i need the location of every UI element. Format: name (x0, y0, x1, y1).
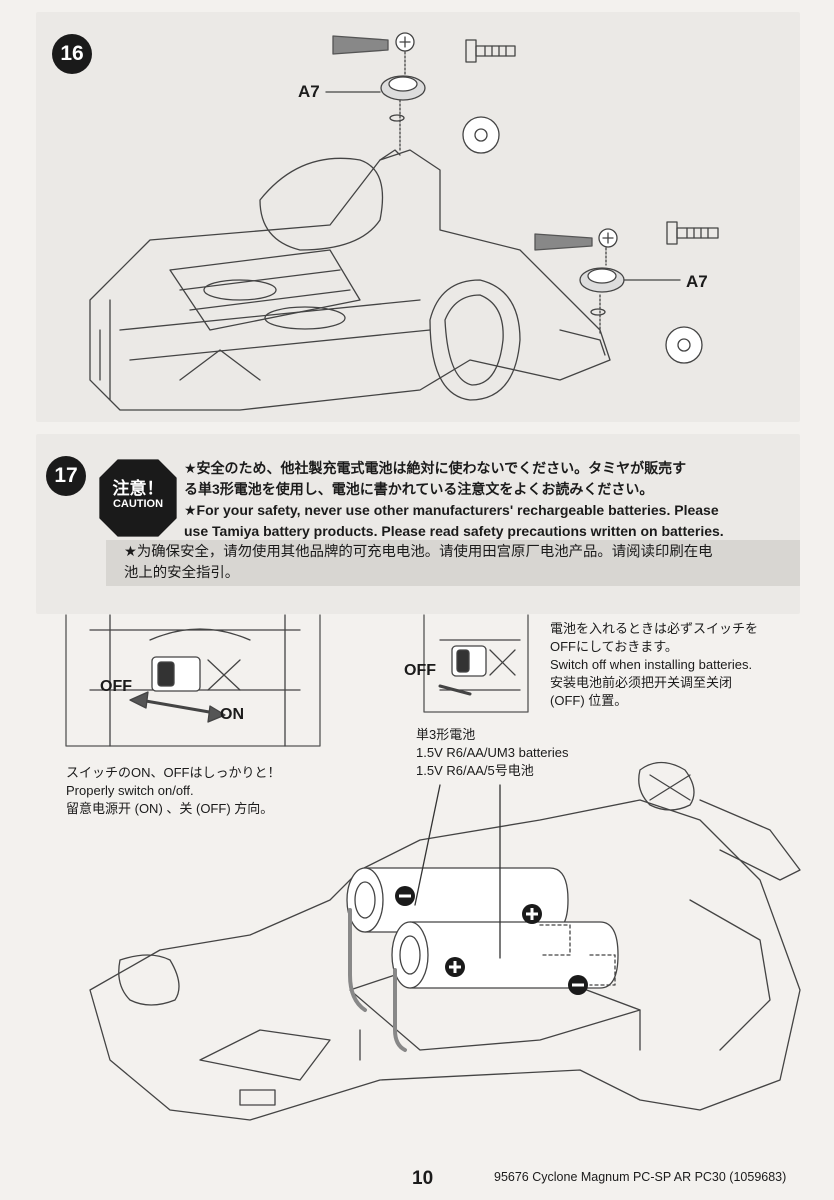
note-line: 安装电池前必须把开关调至关闭 (550, 675, 733, 690)
page-number: 10 (412, 1168, 434, 1189)
step-number-16: 16 (52, 34, 92, 74)
part-label-a7-top: A7 (298, 82, 320, 101)
note-line: 留意电源开 (ON) 、关 (OFF) 方向。 (66, 801, 274, 816)
caution-jp-label: 注意！ (112, 479, 164, 498)
caution-line: る単3形電池を使用し、電池に書かれている注意文をよくお読みください。 (184, 481, 654, 497)
product-code: 95676 Cyclone Magnum PC-SP AR PC30 (1059… (494, 1170, 787, 1184)
caution-badge: 注意！ CAUTION (100, 460, 176, 536)
note-switch-off: 電池を入れるときは必ずスイッチを OFFにしておきます。 Switch off … (550, 620, 758, 710)
switch-inset-right (423, 614, 529, 713)
step16-chassis-drawing (89, 149, 611, 411)
switch-right-off-label: OFF (404, 662, 436, 679)
switch-left-on-label: ON (220, 706, 244, 723)
step16-parts-top (325, 32, 516, 154)
switch-left-off-label: OFF (100, 678, 132, 695)
battery-symbols (395, 886, 588, 995)
caution-line: ★为确保安全，请勿使用其他品牌的可充电电池。请使用田宫原厂电池产品。请阅读印刷在… (124, 544, 713, 560)
note-properly-switch: スイッチのON、OFFはしっかりと！ Properly switch on/of… (66, 764, 281, 818)
note-line: (OFF) 位置。 (550, 693, 628, 708)
caution-line: ★For your safety, never use other manufa… (184, 502, 719, 518)
caution-line: use Tamiya battery products. Please read… (184, 523, 724, 539)
caution-line: 池上的安全指引。 (124, 565, 240, 581)
battery-label-line: 1.5V R6/AA/UM3 batteries (416, 745, 569, 760)
caution-en-label: CAUTION (112, 498, 164, 510)
caution-line: ★安全のため、他社製充電式電池は絶対に使わないでください。タミヤが販売す (184, 460, 687, 476)
step-number-17: 17 (46, 456, 86, 496)
switch-inset-left (65, 614, 321, 747)
battery-label-line: 1.5V R6/AA/5号电池 (416, 763, 534, 778)
batteries (346, 784, 619, 1052)
note-line: Properly switch on/off. (66, 783, 194, 798)
note-line: OFFにしておきます。 (550, 639, 678, 654)
caution-text-block: ★安全のため、他社製充電式電池は絶対に使わないでください。タミヤが販売す る単3… (184, 458, 796, 542)
note-line: Switch off when installing batteries. (550, 657, 753, 672)
battery-label-line: 単3形電池 (416, 727, 476, 742)
note-line: スイッチのON、OFFはしっかりと！ (66, 765, 281, 780)
note-line: 電池を入れるときは必ずスイッチを (550, 621, 759, 636)
part-label-a7-right: A7 (686, 272, 708, 291)
step16-parts-right (534, 221, 719, 364)
caution-chinese-band (106, 540, 800, 586)
caution-badge-shape (99, 459, 177, 537)
battery-label: 単3形電池 1.5V R6/AA/UM3 batteries 1.5V R6/A… (416, 726, 568, 780)
caution-cn-block: ★为确保安全，请勿使用其他品牌的可充电电池。请使用田宫原厂电池产品。请阅读印刷在… (124, 542, 794, 584)
